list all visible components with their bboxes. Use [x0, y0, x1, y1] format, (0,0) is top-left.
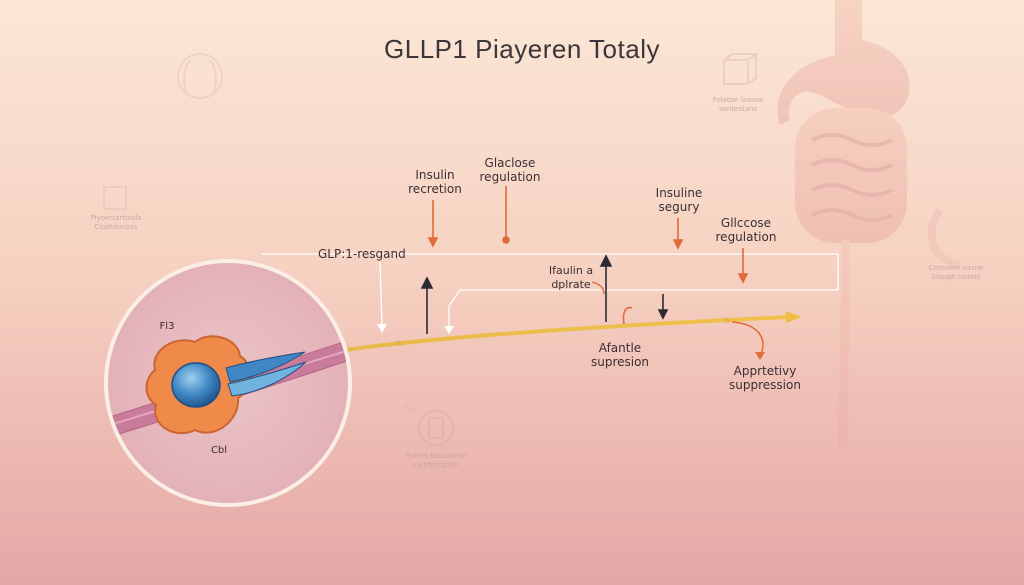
cell-zoom-circle	[104, 259, 352, 507]
orange-curve-arrow-b	[591, 281, 605, 295]
faint-chip-icon	[103, 186, 127, 210]
ligand-arrowhead	[377, 324, 387, 333]
apprtetivy-suppression-label: Apprtetivy suppression	[729, 364, 801, 392]
afantle-supresion-label: Afantle supresion	[590, 341, 650, 369]
pathway-tick-right: ///	[724, 317, 731, 324]
cell-bottom-label: Cbl	[210, 445, 228, 456]
signal-pathway	[331, 315, 791, 354]
signal-pathway-arrowhead	[786, 311, 802, 323]
faint-curve	[403, 403, 415, 413]
dark-arrows	[420, 254, 669, 334]
digestive-organ-illustration	[777, 0, 961, 450]
ifaulin-diplrate-label: Ifaulin a dplrate	[548, 264, 594, 291]
orange-curve-arrowhead-c	[755, 352, 765, 360]
faint-label-top-right: Folatoe laasoe sonteolans	[712, 96, 764, 113]
return-arrowhead	[444, 326, 454, 334]
page-title: GLLP1 Piayeren Totaly	[384, 34, 660, 64]
faint-lungs-icon	[177, 53, 223, 99]
orange-curve-arrow-a	[622, 306, 633, 325]
ligand-label: GLP:1-resgand	[318, 247, 406, 261]
faint-label-bottom: Sothel Ioaaotlcse sarptorcation	[405, 452, 467, 469]
faint-label-right: Cotenein nasne Slaugh cioteis	[928, 264, 984, 281]
receptor-blade-1	[225, 351, 306, 383]
ligand-down-line	[379, 261, 383, 327]
glicose-regulation-label: Gllccose regulation	[715, 216, 777, 244]
faint-box-icon	[723, 53, 759, 85]
insulin-recretion-label: Insulin recretion	[408, 168, 462, 196]
ligand-connector-line	[262, 253, 839, 291]
pathway-tick-left: ///	[396, 340, 403, 347]
insuline-segury-label: Insuline segury	[655, 186, 703, 214]
receptor-blade-2	[227, 361, 307, 397]
orange-curve-arrow-c	[731, 321, 764, 357]
return-connector-line	[448, 289, 461, 330]
cell-top-label: Fl3	[159, 321, 175, 332]
glaclose-regulation-label: Glaclose regulation	[479, 156, 541, 184]
faint-medicine-icon	[418, 410, 454, 446]
nucleus	[171, 362, 221, 408]
faint-label-left: Piyoertartotsls Clootdocoas	[90, 214, 142, 231]
orange-arrows	[427, 186, 749, 284]
